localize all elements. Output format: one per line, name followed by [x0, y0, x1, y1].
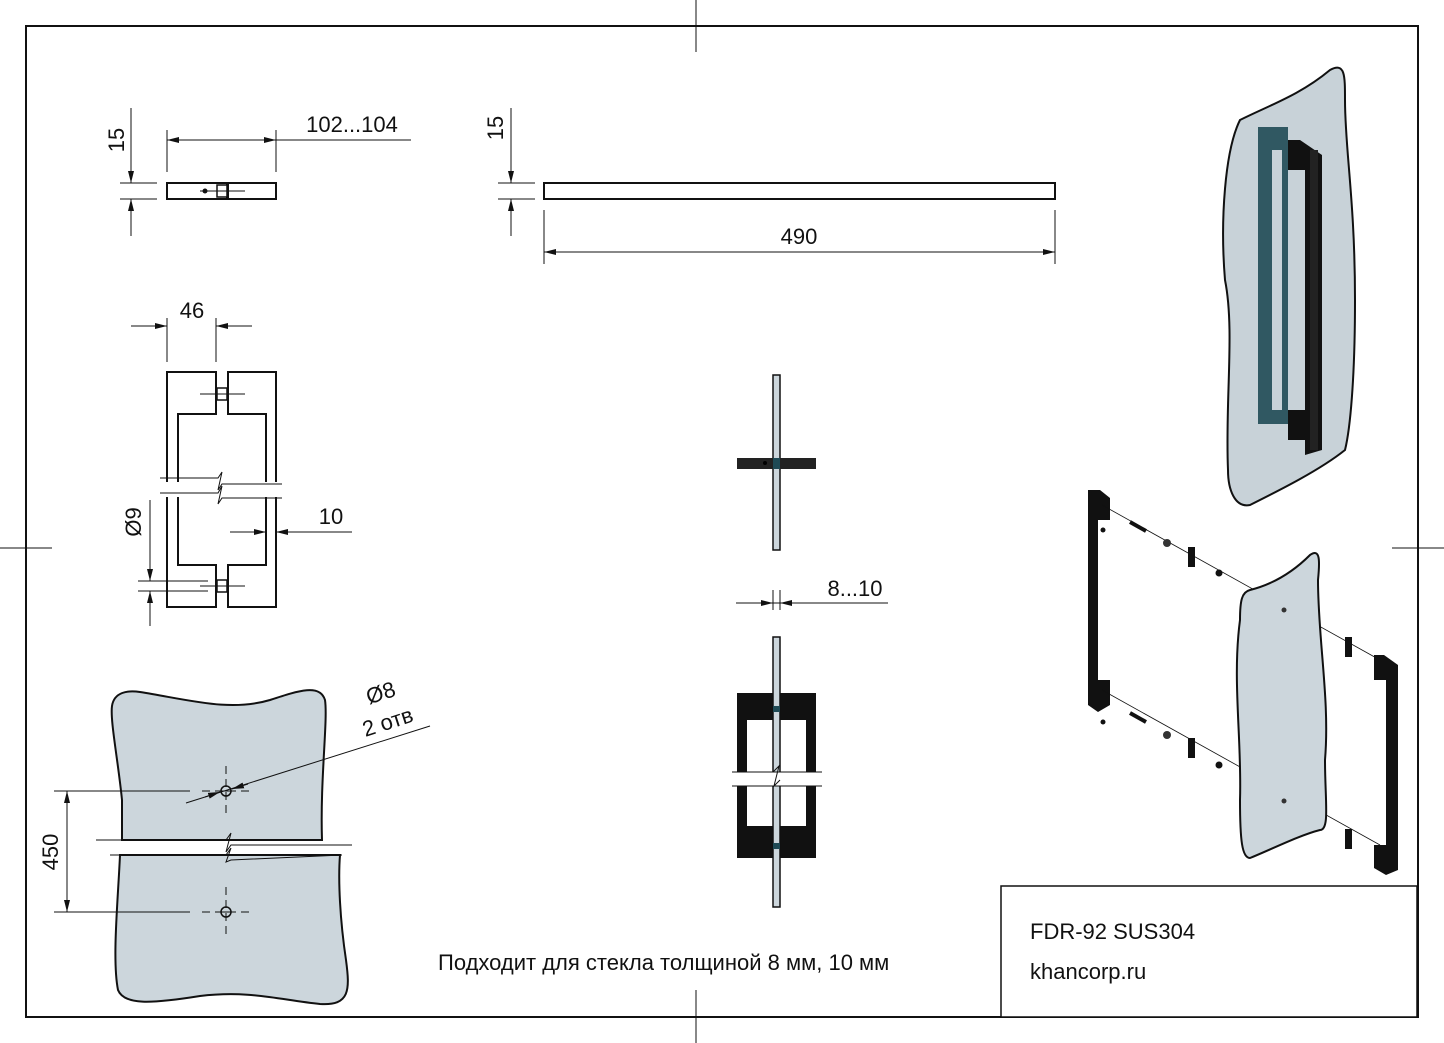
assembled-3d-view: [1222, 66, 1357, 507]
glass-hole-dia-label: Ø8: [363, 676, 399, 709]
side-view-height-label: 15: [483, 116, 508, 140]
front-view-hole-label: Ø9: [121, 507, 146, 536]
website-label[interactable]: khancorp.ru: [1030, 959, 1146, 984]
front-view-width-label: 46: [180, 298, 204, 323]
section-view-bottom: 8...10: [730, 576, 888, 908]
section-view-top: [737, 374, 816, 551]
end-view-height-label: 15: [104, 128, 129, 152]
glass-view: Ø8 2 отв 450: [38, 676, 431, 1006]
model-label: FDR-92 SUS304: [1030, 919, 1195, 944]
glass-thickness-note: Подходит для стекла толщиной 8 мм, 10 мм: [438, 950, 889, 975]
front-view-wall-label: 10: [319, 504, 343, 529]
end-view: 15 102...104: [104, 108, 411, 236]
front-view: 46 Ø9 10: [121, 298, 352, 626]
section-glass-thickness-label: 8...10: [827, 576, 882, 601]
glass-spacing-label: 450: [38, 834, 63, 871]
title-block: FDR-92 SUS304 khancorp.ru: [1000, 885, 1418, 1018]
side-view: 15 490: [483, 108, 1056, 264]
side-view-length-label: 490: [781, 224, 818, 249]
exploded-3d-view: [1088, 490, 1398, 875]
glass-hole-count-label: 2 отв: [359, 702, 416, 742]
end-view-width-label: 102...104: [306, 112, 398, 137]
